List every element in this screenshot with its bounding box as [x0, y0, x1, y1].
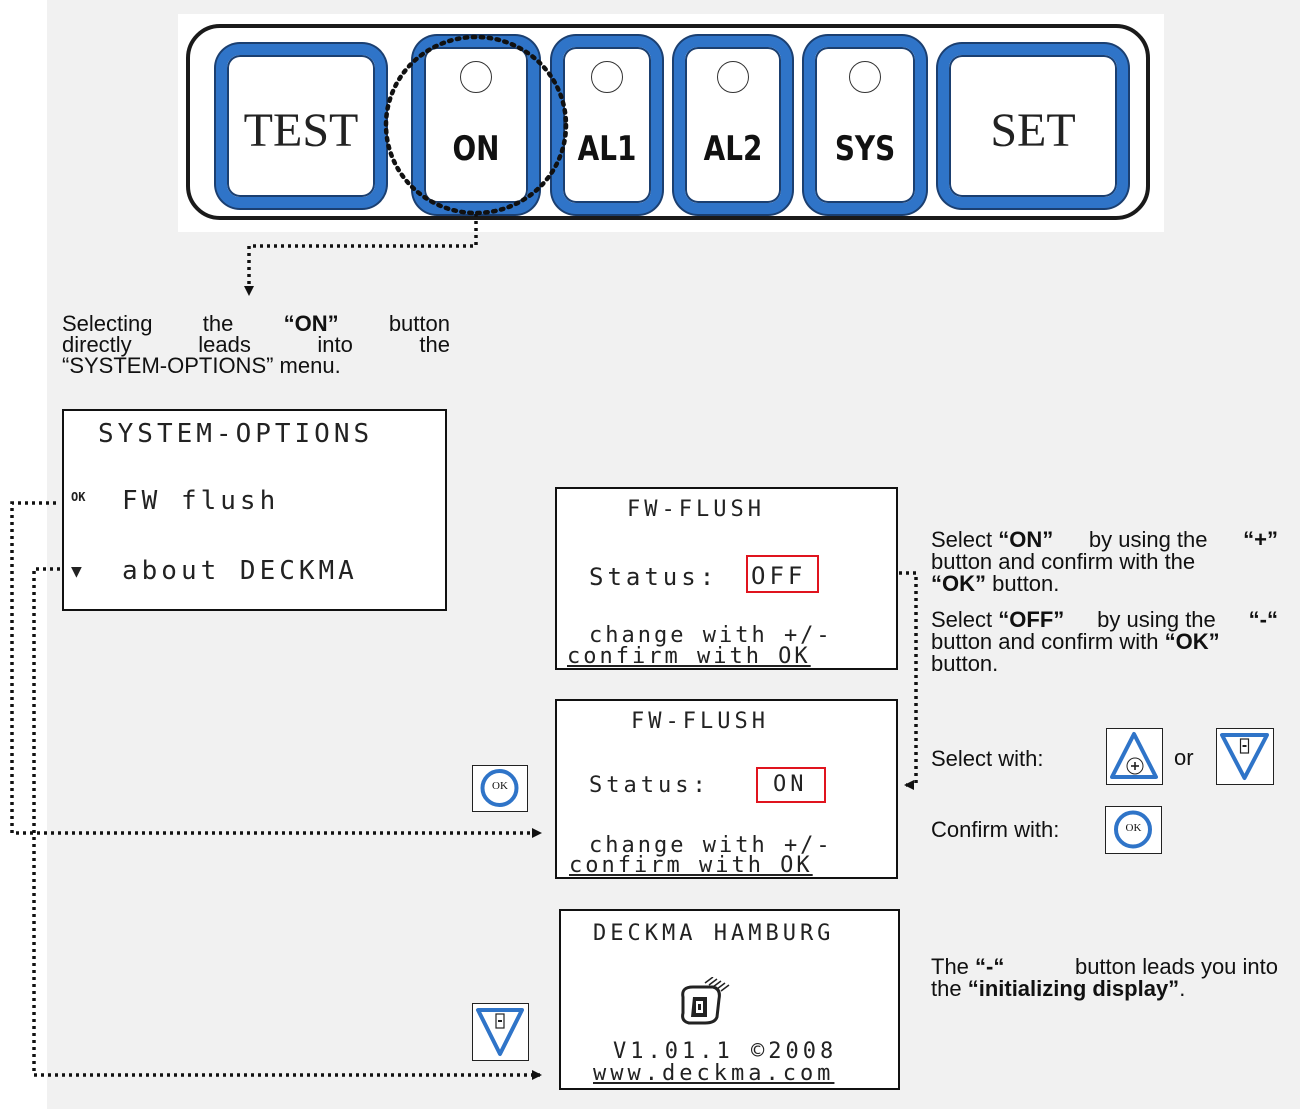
initializing-display: DECKMA HAMBURG V1.01.1 ©2008 www.deckma.…	[559, 909, 900, 1090]
ok-icon-label-right: OK	[1125, 822, 1142, 834]
connector-about-to-deckma	[32, 567, 542, 1080]
sys-key-label: SYS	[834, 129, 896, 169]
fw-flush-off-title: FW-FLUSH	[627, 497, 765, 522]
on-key[interactable]: ON	[413, 36, 539, 214]
deckma-title: DECKMA HAMBURG	[593, 921, 835, 946]
set-key[interactable]: SET	[938, 44, 1128, 208]
deckma-version: V1.01.1 ©2008	[613, 1039, 838, 1064]
fw-flush-off-status-value: OFF	[751, 562, 807, 590]
instruction-off-line-2: button and confirm with “OK”	[931, 629, 1220, 654]
instruction-init-line-2: the “initializing display”.	[931, 976, 1186, 1001]
select-with-label: Select with:	[931, 746, 1044, 771]
test-key-label: TEST	[243, 104, 359, 157]
or-label: or	[1174, 745, 1194, 770]
fw-flush-off-hint-change: change with +/-	[589, 623, 833, 648]
on-key-label: ON	[452, 129, 500, 169]
on-key-highlight-ring	[383, 34, 569, 216]
deckma-url: www.deckma.com	[593, 1061, 835, 1086]
intro-line-2: directly leads into the	[62, 332, 450, 357]
fw-flush-off-status-box	[746, 555, 819, 593]
instruction-on-line-2: button and confirm with the	[931, 549, 1196, 574]
on-led-icon	[460, 61, 492, 93]
down-triangle-icon-right	[1220, 733, 1269, 780]
confirm-with-label: Confirm with:	[931, 817, 1060, 842]
minus-button-icon[interactable]	[472, 1003, 529, 1061]
test-key[interactable]: TEST	[216, 44, 386, 208]
connector-fwflush-to-on-screen	[10, 501, 542, 838]
up-triangle-icon	[1110, 732, 1158, 779]
ok-button-icon-right[interactable]: OK	[1105, 806, 1162, 854]
plus-button-icon[interactable]	[1106, 728, 1163, 785]
instruction-init-text: The “-“ button leads you into the “initi…	[931, 955, 1278, 1001]
fw-flush-on-status-value: ON	[773, 772, 808, 797]
al1-key[interactable]: AL1	[552, 36, 662, 214]
instruction-on-line-1: Select “ON” by using the “+”	[931, 527, 1278, 552]
fw-flush-off-hint-confirm: confirm with OK	[567, 644, 811, 669]
intro-line-1: Selecting the “ON” button	[62, 311, 450, 336]
system-options-title: SYSTEM-OPTIONS	[98, 419, 374, 449]
ok-circle-icon	[480, 769, 519, 807]
fw-flush-off-status-label: Status:	[589, 563, 719, 591]
arrow-down-icon: ▼	[71, 561, 82, 582]
connector-instructions-to-on-screen	[892, 571, 918, 790]
al1-led-icon	[591, 61, 623, 93]
instruction-on-text: Select “ON” by using the “+” button and …	[931, 528, 1278, 596]
fw-flush-on-hint-change: change with +/-	[589, 833, 833, 858]
fw-flush-on-title: FW-FLUSH	[631, 709, 769, 734]
instruction-off-line-3: button.	[931, 651, 999, 676]
ok-circle-icon-right	[1114, 810, 1152, 849]
menu-item-about-deckma[interactable]: about DECKMA	[122, 556, 358, 586]
instruction-on-line-3: “OK” button.	[931, 571, 1060, 596]
instruction-off-line-1: Select “OFF” by using the “-“	[931, 607, 1278, 632]
ok-marker: OK	[71, 490, 86, 504]
al1-key-label: AL1	[577, 129, 637, 169]
fw-flush-off-display: FW-FLUSH Status: OFF change with +/- con…	[555, 487, 898, 670]
al2-key[interactable]: AL2	[674, 36, 792, 214]
instruction-init-line-1: The “-“ button leads you into	[931, 954, 1278, 979]
fw-flush-on-status-label: Status:	[589, 773, 710, 798]
system-options-display: SYSTEM-OPTIONS OK FW flush ▼ about DECKM…	[62, 409, 447, 611]
sys-led-icon	[849, 61, 881, 93]
intro-text: Selecting the “ON” button directly leads…	[62, 312, 450, 378]
al2-key-label: AL2	[703, 129, 763, 169]
down-triangle-icon	[476, 1008, 524, 1056]
ok-icon-label: OK	[492, 780, 508, 792]
al2-led-icon	[717, 61, 749, 93]
fw-flush-on-hint-confirm: confirm with OK	[569, 853, 813, 878]
fw-flush-on-display: FW-FLUSH Status: ON change with +/- conf…	[555, 699, 898, 879]
ok-button-icon[interactable]: OK	[472, 765, 528, 812]
set-key-label: SET	[990, 104, 1076, 157]
instruction-off-text: Select “OFF” by using the “-“ button and…	[931, 608, 1278, 676]
menu-item-fw-flush[interactable]: FW flush	[122, 486, 280, 516]
sys-key[interactable]: SYS	[804, 36, 926, 214]
fw-flush-on-status-box	[756, 767, 826, 803]
deckma-logo-icon	[681, 977, 730, 1025]
intro-line-3: “SYSTEM-OPTIONS” menu.	[62, 353, 341, 378]
connector-on-to-intro	[244, 214, 478, 296]
minus-button-icon-right[interactable]	[1216, 728, 1274, 785]
